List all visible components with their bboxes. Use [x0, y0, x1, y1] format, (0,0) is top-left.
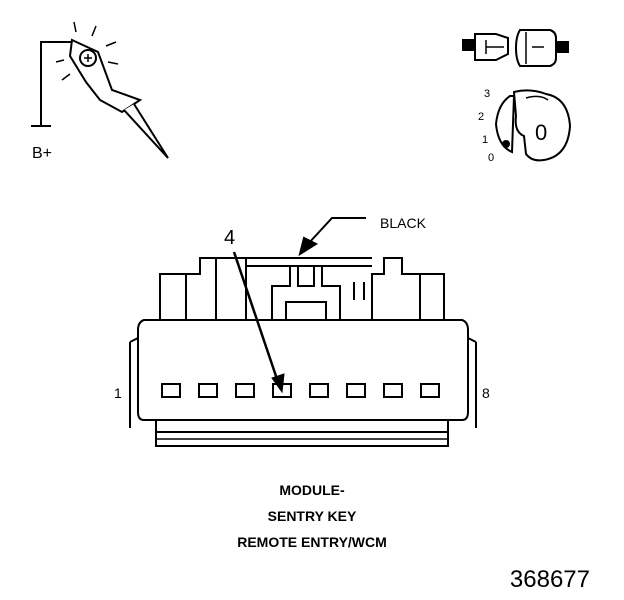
ignition-position-3: 3: [484, 88, 490, 100]
pin-cavity-7: [383, 383, 403, 398]
wire-callout-leader: [298, 217, 366, 257]
pin-cavity-2: [198, 383, 218, 398]
pin-cavity-3: [235, 383, 255, 398]
module-title-line-3: REMOTE ENTRY/WCM: [237, 534, 387, 550]
module-title-line-2: SENTRY KEY: [267, 508, 357, 524]
pin-cavity-6: [346, 383, 366, 398]
figure-number: 368677: [509, 566, 590, 593]
ignition-key-label: 0: [535, 120, 547, 145]
probe-label: B+: [32, 145, 52, 162]
pin-cavity-5: [309, 383, 329, 398]
ignition-key-icon: [494, 89, 572, 162]
module-title-line-1: MODULE-: [279, 482, 345, 498]
pin-cavity-8: [420, 383, 440, 398]
pin-right-label: 8: [482, 385, 490, 401]
ignition-position-0: 0: [488, 152, 494, 164]
pin-cavity-1: [161, 383, 181, 398]
pin-left-label: 1: [114, 385, 122, 401]
pin-callout-leader: [232, 251, 285, 394]
disconnected-connector-icon: [462, 29, 569, 67]
wire-color-label: BLACK: [380, 215, 427, 231]
connector-body: [129, 257, 477, 447]
ignition-position-2: 2: [478, 111, 484, 123]
test-probe-icon: [31, 21, 169, 159]
pin-callout-label: 4: [224, 227, 235, 249]
ignition-position-1: 1: [482, 134, 488, 146]
